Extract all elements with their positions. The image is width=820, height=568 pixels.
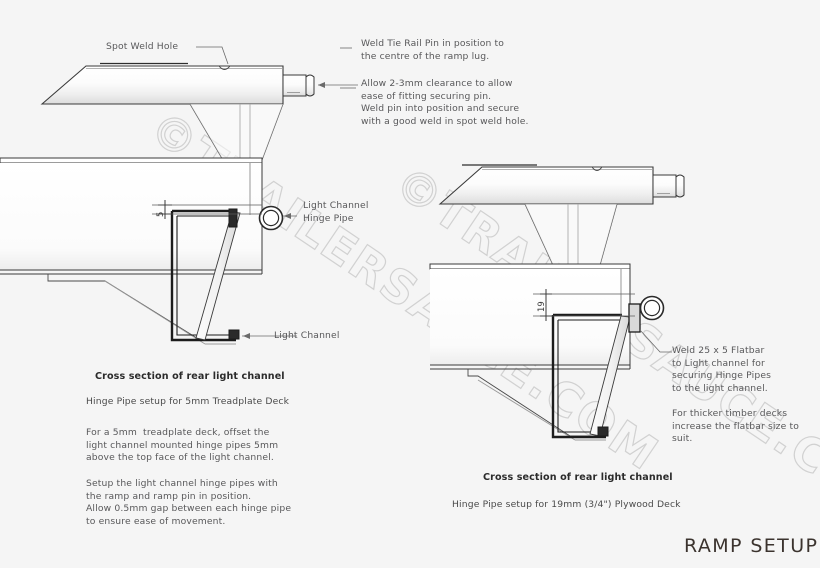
left-body-paragraph-2: Setup the light channel hinge pipes with…: [86, 478, 292, 527]
sheet-title: RAMP SETUP: [684, 535, 819, 557]
note-clearance: Allow 2-3mm clearance to allow ease of f…: [361, 78, 529, 127]
left-caption-title: Cross section of rear light channel: [95, 371, 285, 382]
dimension-left-offset: 5: [155, 211, 165, 217]
note-weld-tie-rail-pin: Weld Tie Rail Pin in position to the cen…: [361, 38, 505, 62]
label-light-channel-hinge-pipe: Light Channel Hinge Pipe: [303, 200, 369, 224]
note-weld-flatbar: Weld 25 x 5 Flatbar to Light channel for…: [672, 345, 772, 394]
left-ramp-lug-assembly: [40, 62, 315, 161]
label-light-channel: Light Channel: [274, 330, 340, 341]
right-caption-title: Cross section of rear light channel: [483, 472, 673, 483]
dimension-right-offset: 19: [536, 301, 546, 312]
left-caption-subtitle: Hinge Pipe setup for 5mm Treadplate Deck: [86, 396, 290, 407]
left-body-paragraph-1: For a 5mm treadplate deck, offset the li…: [86, 427, 279, 464]
note-thicker-decks: For thicker timber decks increase the fl…: [672, 408, 799, 445]
right-caption-subtitle: Hinge Pipe setup for 19mm (3/4") Plywood…: [452, 499, 681, 510]
label-spot-weld-hole: Spot Weld Hole: [106, 41, 179, 52]
right-leader-lines: [639, 329, 672, 353]
right-ramp-lug-assembly: [438, 164, 685, 266]
left-cross-section: [0, 157, 284, 345]
right-cross-section: [429, 263, 665, 441]
